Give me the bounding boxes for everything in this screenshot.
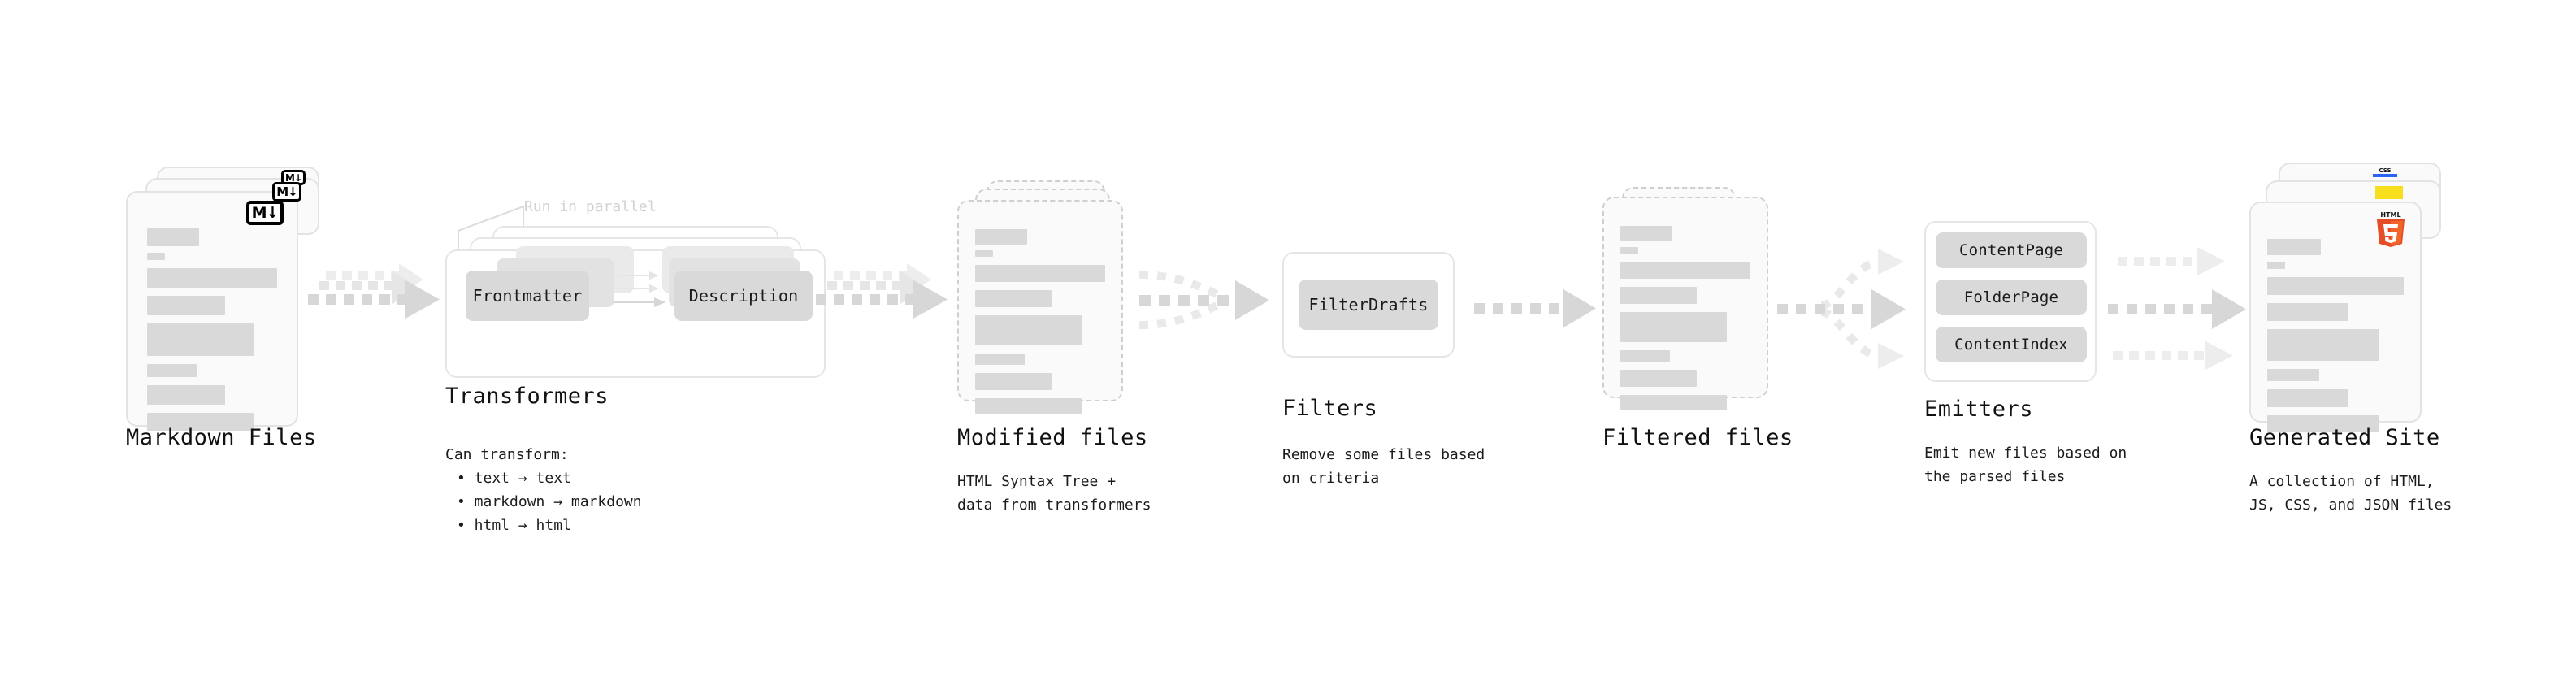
run-in-parallel-label: Run in parallel xyxy=(524,198,657,215)
filtered-file-stack xyxy=(1602,187,1789,431)
filter-chip-filterdrafts[interactable]: FilterDrafts xyxy=(1299,280,1438,330)
skeleton-line xyxy=(975,265,1105,282)
generated-site-stack: CSS HTML xyxy=(2249,163,2452,432)
transformers-detail-heading: Can transform: xyxy=(445,446,569,463)
markdown-badge: M↓ xyxy=(246,201,284,225)
connector-md-to-transformers xyxy=(305,263,451,341)
connector-emitters-to-site xyxy=(2106,236,2261,382)
subcaption-line: the parsed files xyxy=(1924,468,2066,486)
bullet-markdown-to-markdown: • markdown → markdown xyxy=(457,493,642,511)
connector-filtered-to-emitters xyxy=(1776,236,1930,382)
subcaption-line: Emit new files based on xyxy=(1924,445,2127,462)
stage-caption-markdown-files: Markdown Files xyxy=(126,425,317,450)
skeleton-line xyxy=(2267,262,2285,269)
markdown-file-stack: M↓ M↓ M↓ xyxy=(126,167,329,431)
css-badge-bar xyxy=(2373,174,2397,177)
markdown-badge-glyph: M↓ xyxy=(251,203,280,222)
skeleton-line xyxy=(975,229,1027,245)
js-badge xyxy=(2375,186,2403,199)
css-badge: CSS xyxy=(2373,168,2397,180)
skeleton-line xyxy=(2267,277,2404,295)
emitter-chip-folderpage[interactable]: FolderPage xyxy=(1936,280,2087,315)
filtered-doc-front xyxy=(1602,197,1768,410)
skeleton-line xyxy=(147,323,254,356)
filters-box: FilterDrafts xyxy=(1282,252,1461,366)
connector-transformers-to-modified xyxy=(813,263,959,341)
html5-badge: HTML xyxy=(2374,210,2408,249)
connector-modified-to-filters xyxy=(1130,260,1284,349)
stage-caption-generated-site: Generated Site xyxy=(2249,425,2440,450)
parallel-bracket xyxy=(455,203,561,260)
markdown-badge-glyph: M↓ xyxy=(276,184,297,199)
skeleton-line xyxy=(975,354,1025,365)
modified-file-stack xyxy=(957,180,1152,432)
skeleton-line xyxy=(2267,239,2321,255)
skeleton-line xyxy=(2267,303,2348,321)
skeleton-line xyxy=(147,296,225,315)
skeleton-line xyxy=(2267,369,2319,381)
subcaption-line: JS, CSS, and JSON files xyxy=(2249,497,2452,514)
subcaption-line: Remove some files based xyxy=(1282,446,1485,463)
stage-caption-filters: Filters xyxy=(1282,396,1378,421)
markdown-doc-front xyxy=(126,191,298,431)
skeleton-line xyxy=(2267,389,2348,407)
transformer-chip-description[interactable]: Description xyxy=(674,271,813,321)
subcaption-line: on criteria xyxy=(1282,470,1380,488)
markdown-badge-back-1: M↓ xyxy=(272,182,301,202)
skeleton-line xyxy=(975,373,1052,390)
skeleton-line xyxy=(1620,395,1728,410)
modified-doc-front xyxy=(957,200,1123,414)
skeleton-line xyxy=(2267,329,2379,361)
markdown-badge-glyph: M↓ xyxy=(285,171,302,184)
bullet-text-to-text: • text → text xyxy=(457,470,571,487)
bullet-html-to-html: • html → html xyxy=(457,517,571,535)
skeleton-line xyxy=(975,250,993,257)
skeleton-line xyxy=(1620,312,1728,342)
skeleton-line xyxy=(147,268,277,288)
skeleton-line xyxy=(147,253,165,260)
emitter-chip-contentpage[interactable]: ContentPage xyxy=(1936,232,2087,268)
filters-subcaption: Remove some files based on criteria xyxy=(1282,443,1485,490)
css-badge-label: CSS xyxy=(2379,167,2392,174)
skeleton-line xyxy=(1620,370,1698,387)
transformers-bullets: • text → text • markdown → markdown • ht… xyxy=(445,466,642,537)
skeleton-line xyxy=(1620,226,1672,241)
skeleton-line xyxy=(1620,247,1638,254)
skeleton-line xyxy=(1620,350,1670,362)
stage-caption-transformers: Transformers xyxy=(445,384,609,409)
modified-files-subcaption: HTML Syntax Tree + data from transformer… xyxy=(957,470,1151,517)
connector-filters-to-filtered xyxy=(1472,288,1602,337)
skeleton-line xyxy=(975,398,1082,414)
emitter-chip-contentindex[interactable]: ContentIndex xyxy=(1936,327,2087,362)
transformer-inner-arrows xyxy=(612,264,677,321)
stage-caption-filtered-files: Filtered files xyxy=(1602,425,1793,450)
stage-caption-modified-files: Modified files xyxy=(957,425,1148,450)
skeleton-line xyxy=(147,385,225,405)
subcaption-line: A collection of HTML, xyxy=(2249,473,2435,490)
subcaption-line: HTML Syntax Tree + xyxy=(957,473,1117,490)
subcaption-line: data from transformers xyxy=(957,497,1151,514)
skeleton-line xyxy=(1620,262,1750,279)
emitters-box: ContentPage FolderPage ContentIndex xyxy=(1924,221,2111,392)
skeleton-line xyxy=(147,364,197,377)
stage-caption-emitters: Emitters xyxy=(1924,397,2034,422)
skeleton-line xyxy=(1620,287,1698,304)
skeleton-line xyxy=(975,315,1082,345)
skeleton-line xyxy=(147,228,199,246)
skeleton-line xyxy=(147,413,254,431)
svg-text:HTML: HTML xyxy=(2380,211,2400,219)
emitters-subcaption: Emit new files based on the parsed files xyxy=(1924,441,2127,488)
transformer-chip-frontmatter[interactable]: Frontmatter xyxy=(466,271,589,321)
transformers-box-stack: Frontmatter Description xyxy=(445,226,827,380)
generated-site-subcaption: A collection of HTML, JS, CSS, and JSON … xyxy=(2249,470,2452,517)
skeleton-line xyxy=(975,290,1052,307)
skeleton-line xyxy=(2267,415,2379,432)
